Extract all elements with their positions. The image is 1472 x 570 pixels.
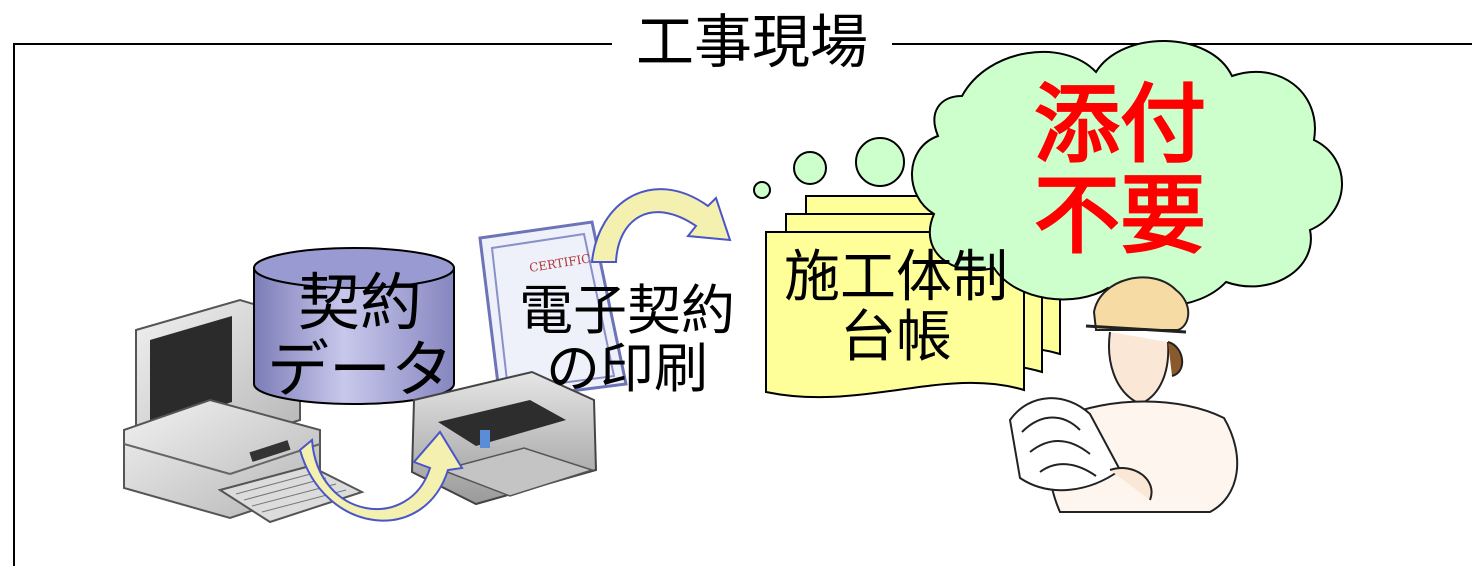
ledger-label-line1: 施工体制 xyxy=(784,245,1008,310)
site-title-text: 工事現場 xyxy=(635,8,868,76)
database-label-line2: データ xyxy=(266,332,453,406)
worker-illustration xyxy=(1008,276,1239,513)
database-label-line1: 契約 xyxy=(297,266,422,339)
thought-cloud xyxy=(911,40,1343,307)
database-cylinder xyxy=(253,247,455,405)
ledger-label: 施工体制 台帳 xyxy=(766,245,1026,371)
print-arrow-icon xyxy=(590,188,732,263)
ledger-label-line2: 台帳 xyxy=(840,305,952,371)
transfer-arrow-icon xyxy=(298,430,464,522)
cloud-label-line2: 不要 xyxy=(1034,166,1206,267)
print-label: 電子契約 の印刷 xyxy=(492,279,762,401)
database-label: 契約 データ xyxy=(255,266,465,406)
computer-icon xyxy=(123,298,365,524)
site-title: 工事現場 xyxy=(612,6,892,78)
print-label-line2: の印刷 xyxy=(546,337,708,401)
cloud-label: 添付 不要 xyxy=(1005,75,1235,267)
print-label-line1: 電子契約 xyxy=(519,279,735,342)
thought-bubbles xyxy=(753,137,905,199)
printer-icon xyxy=(410,370,598,506)
cloud-label-line1: 添付 xyxy=(1034,75,1206,175)
